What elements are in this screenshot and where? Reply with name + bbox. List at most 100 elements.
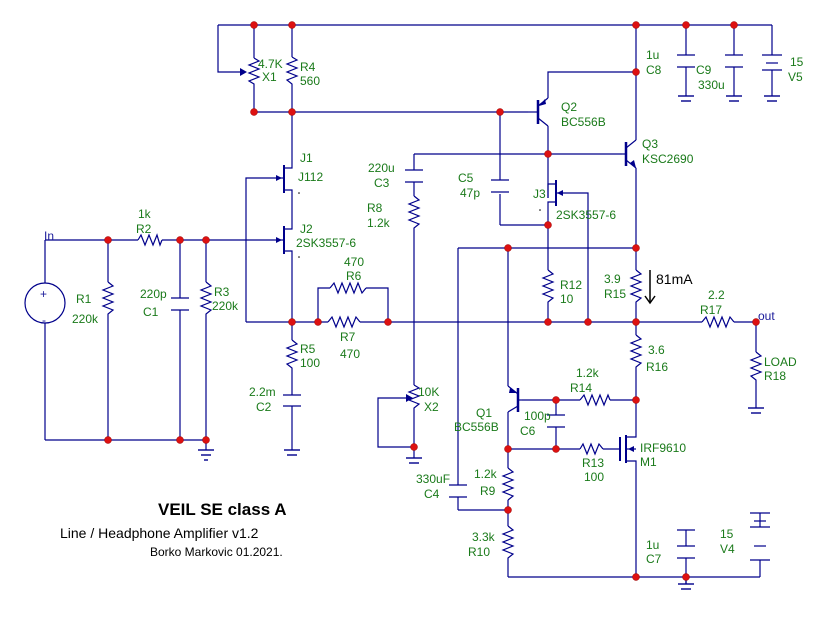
label-r8: R8 xyxy=(367,201,383,215)
svg-text:+: + xyxy=(40,287,47,301)
current-arrow xyxy=(644,270,656,305)
label-x1-value: 4.7K xyxy=(258,57,283,71)
label-out: out xyxy=(758,309,775,323)
device-markers xyxy=(298,192,541,258)
label-r12-value: 10 xyxy=(560,292,574,306)
capacitor-c1 xyxy=(171,297,189,311)
resistor-r1 xyxy=(101,281,115,318)
label-c8-value: 1u xyxy=(646,48,659,62)
label-r14-value: 1.2k xyxy=(576,366,600,380)
label-v5: V5 xyxy=(788,70,803,84)
junction-dots xyxy=(104,21,760,581)
label-x2-value: 10K xyxy=(418,385,439,399)
label-c5: C5 xyxy=(458,171,474,185)
label-j1-type: J112 xyxy=(298,170,323,184)
label-r5-value: 100 xyxy=(300,356,320,370)
label-r3-value: 220k xyxy=(212,299,239,313)
ground-symbol xyxy=(406,457,422,464)
label-r7: R7 xyxy=(340,330,356,344)
label-r4: R4 xyxy=(300,60,316,74)
transistor-q1 xyxy=(507,385,522,413)
label-r16: R16 xyxy=(646,360,668,374)
label-c6-value: 100p xyxy=(524,409,551,423)
label-x1: X1 xyxy=(262,70,277,84)
label-c9-value: 330u xyxy=(698,78,725,92)
label-r9-value: 1.2k xyxy=(474,467,498,481)
label-r15-value: 3.9 xyxy=(604,272,621,286)
ground-symbol xyxy=(726,95,742,102)
ground-symbol xyxy=(678,95,694,102)
resistor-r9 xyxy=(501,467,515,501)
ground-symbol xyxy=(764,95,780,102)
resistor-r15 xyxy=(629,269,643,306)
label-r6-value: 470 xyxy=(344,255,364,269)
label-in: In xyxy=(44,229,54,243)
label-c3-value: 220u xyxy=(368,161,395,175)
signal-source-in: + - xyxy=(24,282,66,327)
label-c7-value: 1u xyxy=(646,538,659,552)
mosfet-m1 xyxy=(619,431,637,465)
label-r3: R3 xyxy=(214,285,230,299)
resistor-r4 xyxy=(285,56,299,87)
resistor-r2 xyxy=(137,233,163,247)
label-j3-type: 2SK3557-6 xyxy=(556,208,616,222)
resistor-r16 xyxy=(629,334,643,370)
label-c5-value: 47p xyxy=(460,186,480,200)
wire-x1-loop xyxy=(217,25,240,73)
capacitor-c2 xyxy=(283,394,301,407)
jfet-j3 xyxy=(547,180,563,210)
label-c4: C4 xyxy=(424,487,440,501)
label-r17: R17 xyxy=(700,303,722,317)
label-load: LOAD xyxy=(764,355,797,369)
label-v5-value: 15 xyxy=(790,55,804,69)
label-r4-value: 560 xyxy=(300,74,320,88)
transistor-q3 xyxy=(622,139,637,169)
ground-symbol xyxy=(284,449,300,456)
label-r12: R12 xyxy=(560,278,582,292)
resistor-r14 xyxy=(579,393,611,407)
ground-symbol xyxy=(748,407,764,414)
transistors xyxy=(276,97,637,465)
label-q1-type: BC556B xyxy=(454,420,499,434)
resistor-r8 xyxy=(407,195,421,232)
label-q2-type: BC556B xyxy=(561,115,606,129)
resistor-r10 xyxy=(501,525,515,560)
resistor-r17 xyxy=(701,315,735,329)
resistor-r7 xyxy=(327,315,361,329)
jfet-j1 xyxy=(276,165,293,193)
label-r2-value: 1k xyxy=(138,207,152,221)
label-r10: R10 xyxy=(468,545,490,559)
capacitor-c7 xyxy=(677,529,695,559)
label-r7-value: 470 xyxy=(340,347,360,361)
potentiometer-x2 xyxy=(407,384,421,411)
label-r1: R1 xyxy=(76,292,92,306)
label-r10-value: 3.3k xyxy=(472,530,496,544)
capacitor-c4 xyxy=(449,484,467,498)
battery-v5 xyxy=(762,54,782,71)
capacitor-c3 xyxy=(405,169,423,183)
label-r16-value: 3.6 xyxy=(648,343,665,357)
label-q3-type: KSC2690 xyxy=(642,152,694,166)
label-r13-value: 100 xyxy=(584,470,604,484)
label-c2-value: 2.2m xyxy=(249,385,276,399)
label-j1: J1 xyxy=(300,151,313,165)
label-c3: C3 xyxy=(374,176,390,190)
label-c1-value: 220p xyxy=(140,287,167,301)
label-c2: C2 xyxy=(256,400,272,414)
title-main: VEIL SE class A xyxy=(158,500,287,519)
capacitor-c6 xyxy=(547,414,565,428)
label-r5: R5 xyxy=(300,342,316,356)
resistor-r5 xyxy=(285,339,299,372)
resistor-r18 xyxy=(749,351,763,382)
ground-symbol xyxy=(198,449,214,461)
label-r17-value: 2.2 xyxy=(708,288,725,302)
resistor-r3 xyxy=(199,281,213,318)
label-r2: R2 xyxy=(136,222,152,236)
label-r1-value: 220k xyxy=(72,312,99,326)
title-author: Borko Markovic 01.2021. xyxy=(150,545,283,559)
capacitor-c9 xyxy=(677,54,743,68)
wires xyxy=(44,24,773,578)
resistor-r13 xyxy=(579,442,604,456)
